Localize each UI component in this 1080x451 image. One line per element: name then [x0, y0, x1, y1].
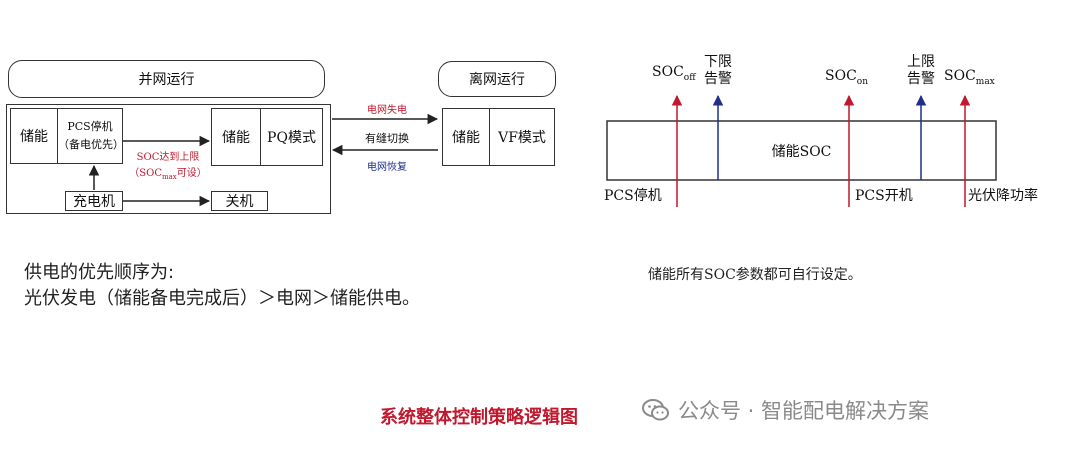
grid-mode-title: 并网运行 [8, 60, 325, 98]
vf-mode-box: VF模式 [489, 108, 555, 166]
soc-note: 储能所有SOC参数都可自行设定。 [648, 267, 862, 283]
soc-bar-label: 储能SOC [771, 144, 832, 160]
charger-box: 充电机 [65, 191, 123, 211]
soc-off-label: SOCoff [652, 64, 696, 83]
caption: 系统整体控制策略逻辑图 [380, 407, 578, 428]
soc-bar [606, 120, 997, 181]
upper-alarm-label: 上限 告警 [907, 54, 935, 87]
grid-restore-label: 电网恢复 [367, 162, 407, 173]
shutdown-box: 关机 [211, 191, 268, 211]
soc-limit-label: SOC达到上限 （SOCmax可设） [128, 150, 208, 185]
pq-mode-box: PQ模式 [260, 108, 323, 166]
priority-text: 供电的优先顺序为: 光伏发电（储能备电完成后）＞电网＞储能供电。 [24, 262, 420, 309]
soc-limit-note: （SOCmax可设） [129, 168, 207, 181]
wechat-icon [642, 398, 670, 422]
pcs-start-label: PCS开机 [855, 188, 913, 204]
grid-loss-label: 电网失电 [367, 105, 407, 116]
storage-box-3: 储能 [442, 108, 490, 166]
pv-derate-label: 光伏降功率 [968, 188, 1038, 204]
pcs-stop-box: PCS停机 （备电优先） [57, 108, 124, 164]
pcs-stop-label: PCS停机 [604, 188, 662, 204]
soc-max-label: SOCmax [944, 68, 995, 87]
seamless-switch-label: 有缝切换 [365, 132, 409, 145]
watermark: 公众号 · 智能配电解决方案 [642, 395, 929, 425]
lower-alarm-label: 下限 告警 [704, 54, 732, 87]
storage-box-1: 储能 [10, 108, 58, 164]
offgrid-mode-title: 离网运行 [438, 61, 556, 97]
soc-on-label: SOCon [825, 68, 868, 87]
